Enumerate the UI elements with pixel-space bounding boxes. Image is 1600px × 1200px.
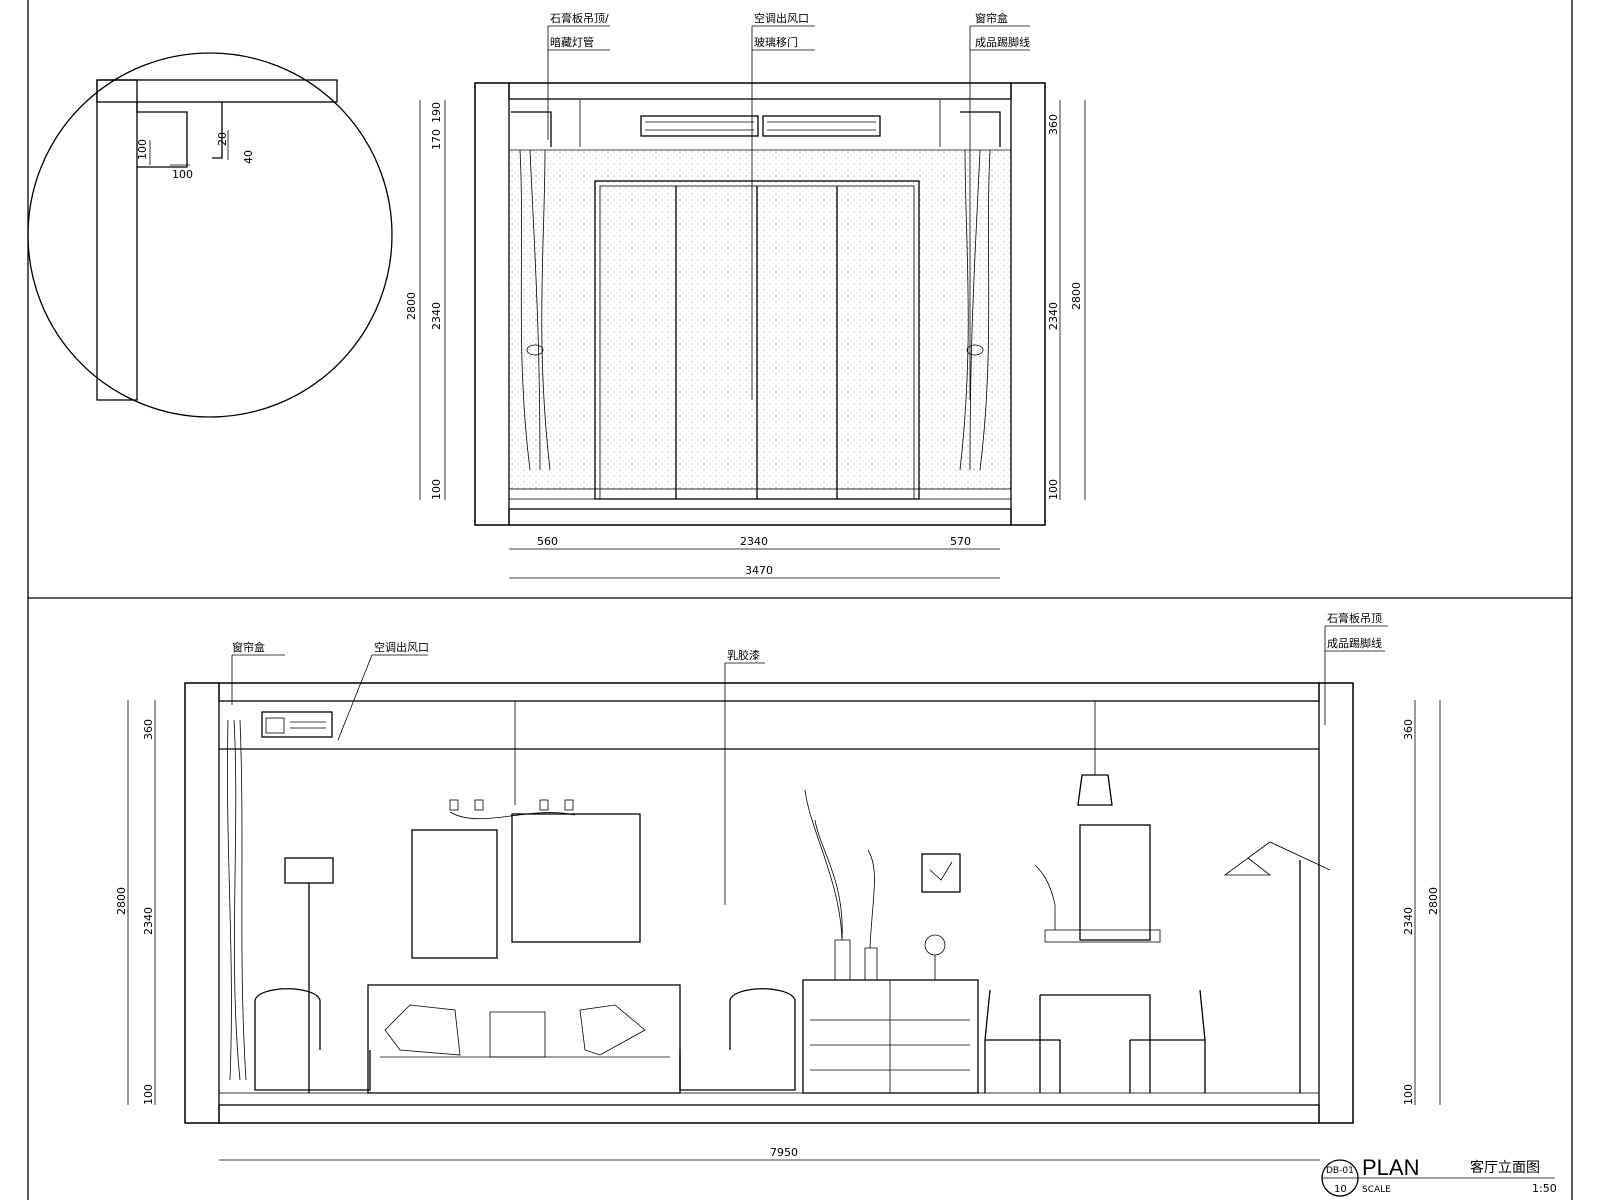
top-dim-left-2: 190 bbox=[430, 102, 443, 123]
sheet-number: 10 bbox=[1334, 1184, 1347, 1195]
detail-dim-4: 100 bbox=[172, 168, 193, 181]
top-dim-right-4: 100 bbox=[1047, 479, 1060, 500]
bottom-callout-1: 窗帘盒 bbox=[232, 640, 265, 654]
drawing-number: DB-01 bbox=[1326, 1166, 1354, 1176]
bottom-callout-3: 乳胶漆 bbox=[727, 648, 760, 662]
top-dim-left-3: 2800 bbox=[405, 292, 418, 320]
top-dim-right-3: 2340 bbox=[1047, 302, 1060, 330]
top-dim-left-1: 170 bbox=[430, 129, 443, 150]
top-dim-bottom-total: 3470 bbox=[745, 564, 773, 577]
top-callout-2: 暗藏灯管 bbox=[550, 35, 594, 49]
bottom-dim-left-3: 2340 bbox=[142, 907, 155, 935]
bottom-callout-leaders bbox=[231, 625, 1388, 905]
top-callout-leaders bbox=[547, 25, 1030, 400]
bottom-dim-right-4: 100 bbox=[1402, 1084, 1415, 1105]
top-callout-4: 玻璃移门 bbox=[754, 35, 798, 49]
top-dim-left-4: 2340 bbox=[430, 302, 443, 330]
bottom-callout-2: 空调出风口 bbox=[374, 640, 429, 654]
top-dim-bottom-1: 560 bbox=[537, 535, 558, 548]
sheet-frame bbox=[27, 0, 1573, 1200]
top-dims bbox=[419, 100, 1086, 579]
bottom-callout-4: 石膏板吊顶 bbox=[1327, 611, 1382, 625]
top-dim-bottom-2: 2340 bbox=[740, 535, 768, 548]
detail-dim-3: 40 bbox=[242, 150, 255, 164]
scale-value: 1:50 bbox=[1532, 1182, 1557, 1195]
bottom-dim-right-1: 360 bbox=[1402, 719, 1415, 740]
top-callout-1: 石膏板吊顶/ bbox=[550, 11, 609, 25]
scale-label: SCALE bbox=[1362, 1185, 1391, 1195]
detail-dim-2: 20 bbox=[216, 132, 229, 146]
top-dim-bottom-3: 570 bbox=[950, 535, 971, 548]
ceiling-detail-circle bbox=[27, 52, 393, 418]
bottom-callout-5: 成品踢脚线 bbox=[1327, 636, 1382, 650]
bottom-dim-left-4: 100 bbox=[142, 1084, 155, 1105]
top-elevation bbox=[474, 82, 1046, 526]
bottom-dim-right-3: 2800 bbox=[1427, 887, 1440, 915]
drawing-title: 客厅立面图 bbox=[1470, 1159, 1540, 1176]
title-block bbox=[1321, 1159, 1555, 1197]
bottom-dims bbox=[127, 700, 1441, 1161]
top-dim-left-5: 100 bbox=[430, 479, 443, 500]
bottom-elevation bbox=[184, 682, 1354, 1124]
plan-label: PLAN bbox=[1362, 1155, 1419, 1180]
top-dim-right-2: 2800 bbox=[1070, 282, 1083, 310]
detail-dim-1: 100 bbox=[136, 139, 149, 160]
bottom-dim-left-2: 2800 bbox=[115, 887, 128, 915]
bottom-dim-total: 7950 bbox=[770, 1146, 798, 1159]
top-callout-5: 窗帘盒 bbox=[975, 11, 1008, 25]
top-callout-3: 空调出风口 bbox=[754, 11, 809, 25]
top-callout-6: 成品踢脚线 bbox=[975, 35, 1030, 49]
bottom-dim-right-2: 2340 bbox=[1402, 907, 1415, 935]
bottom-dim-left-1: 360 bbox=[142, 719, 155, 740]
top-dim-right-1: 360 bbox=[1047, 114, 1060, 135]
